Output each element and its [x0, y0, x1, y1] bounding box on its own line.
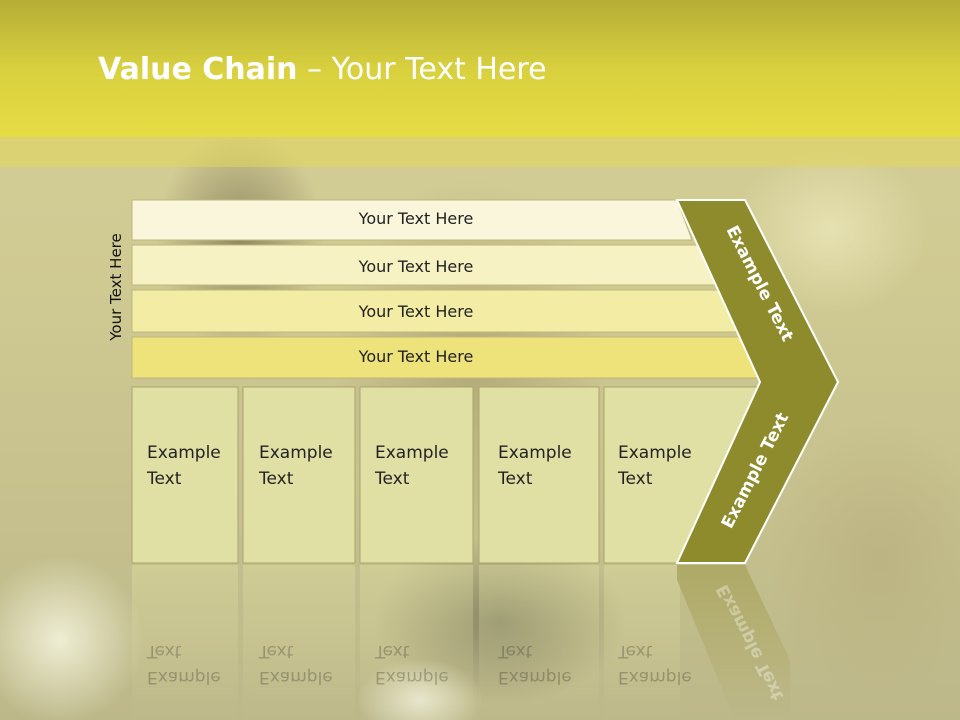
box-2-reflection [243, 565, 355, 720]
box-1[interactable] [131, 386, 239, 564]
page-title: Value Chain – Your Text Here [98, 52, 547, 87]
box-3-line1: Example [375, 443, 449, 463]
box-5-reflection-line2: Text [617, 641, 653, 661]
box-2-reflection-line1: Example [259, 667, 333, 687]
bar-4-label: Your Text Here [358, 347, 474, 366]
box-4-reflection [479, 565, 599, 720]
box-2-line2: Text [258, 469, 294, 489]
box-5-line2: Text [617, 469, 653, 489]
box-5-reflection-line1: Example [618, 667, 692, 687]
box-1-line1: Example [147, 443, 221, 463]
bar-1[interactable] [131, 199, 693, 241]
title-banner-strip [0, 137, 960, 167]
box-1-line2: Text [146, 469, 182, 489]
box-3-reflection-line2: Text [374, 641, 410, 661]
chevron-arrow[interactable] [675, 199, 840, 564]
box-1-reflection-line1: Example [147, 667, 221, 687]
box-4-reflection-line2: Text [497, 641, 533, 661]
box-2-reflection-line2: Text [258, 641, 294, 661]
box-4-reflection-line1: Example [498, 667, 572, 687]
box-2[interactable] [242, 386, 356, 564]
box-3-line2: Text [374, 469, 410, 489]
box-3-reflection [360, 565, 473, 720]
box-5-line1: Example [618, 443, 692, 463]
chevron-reflection [677, 565, 790, 720]
reflection [132, 565, 790, 720]
box-2-line1: Example [259, 443, 333, 463]
box-4-line1: Example [498, 443, 572, 463]
bar-2-label: Your Text Here [358, 257, 474, 276]
box-4[interactable] [478, 386, 600, 564]
box-1-reflection [132, 565, 238, 720]
bar-3-label: Your Text Here [358, 302, 474, 321]
title-bold: Value Chain [98, 52, 298, 87]
box-5-reflection [604, 565, 680, 720]
title-banner [0, 0, 960, 137]
box-4-line2: Text [497, 469, 533, 489]
box-3-reflection-line1: Example [375, 667, 449, 687]
bar-1-label: Your Text Here [358, 209, 474, 228]
title-rest: – Your Text Here [297, 52, 547, 87]
box-1-reflection-line2: Text [146, 641, 182, 661]
box-3[interactable] [359, 386, 474, 564]
